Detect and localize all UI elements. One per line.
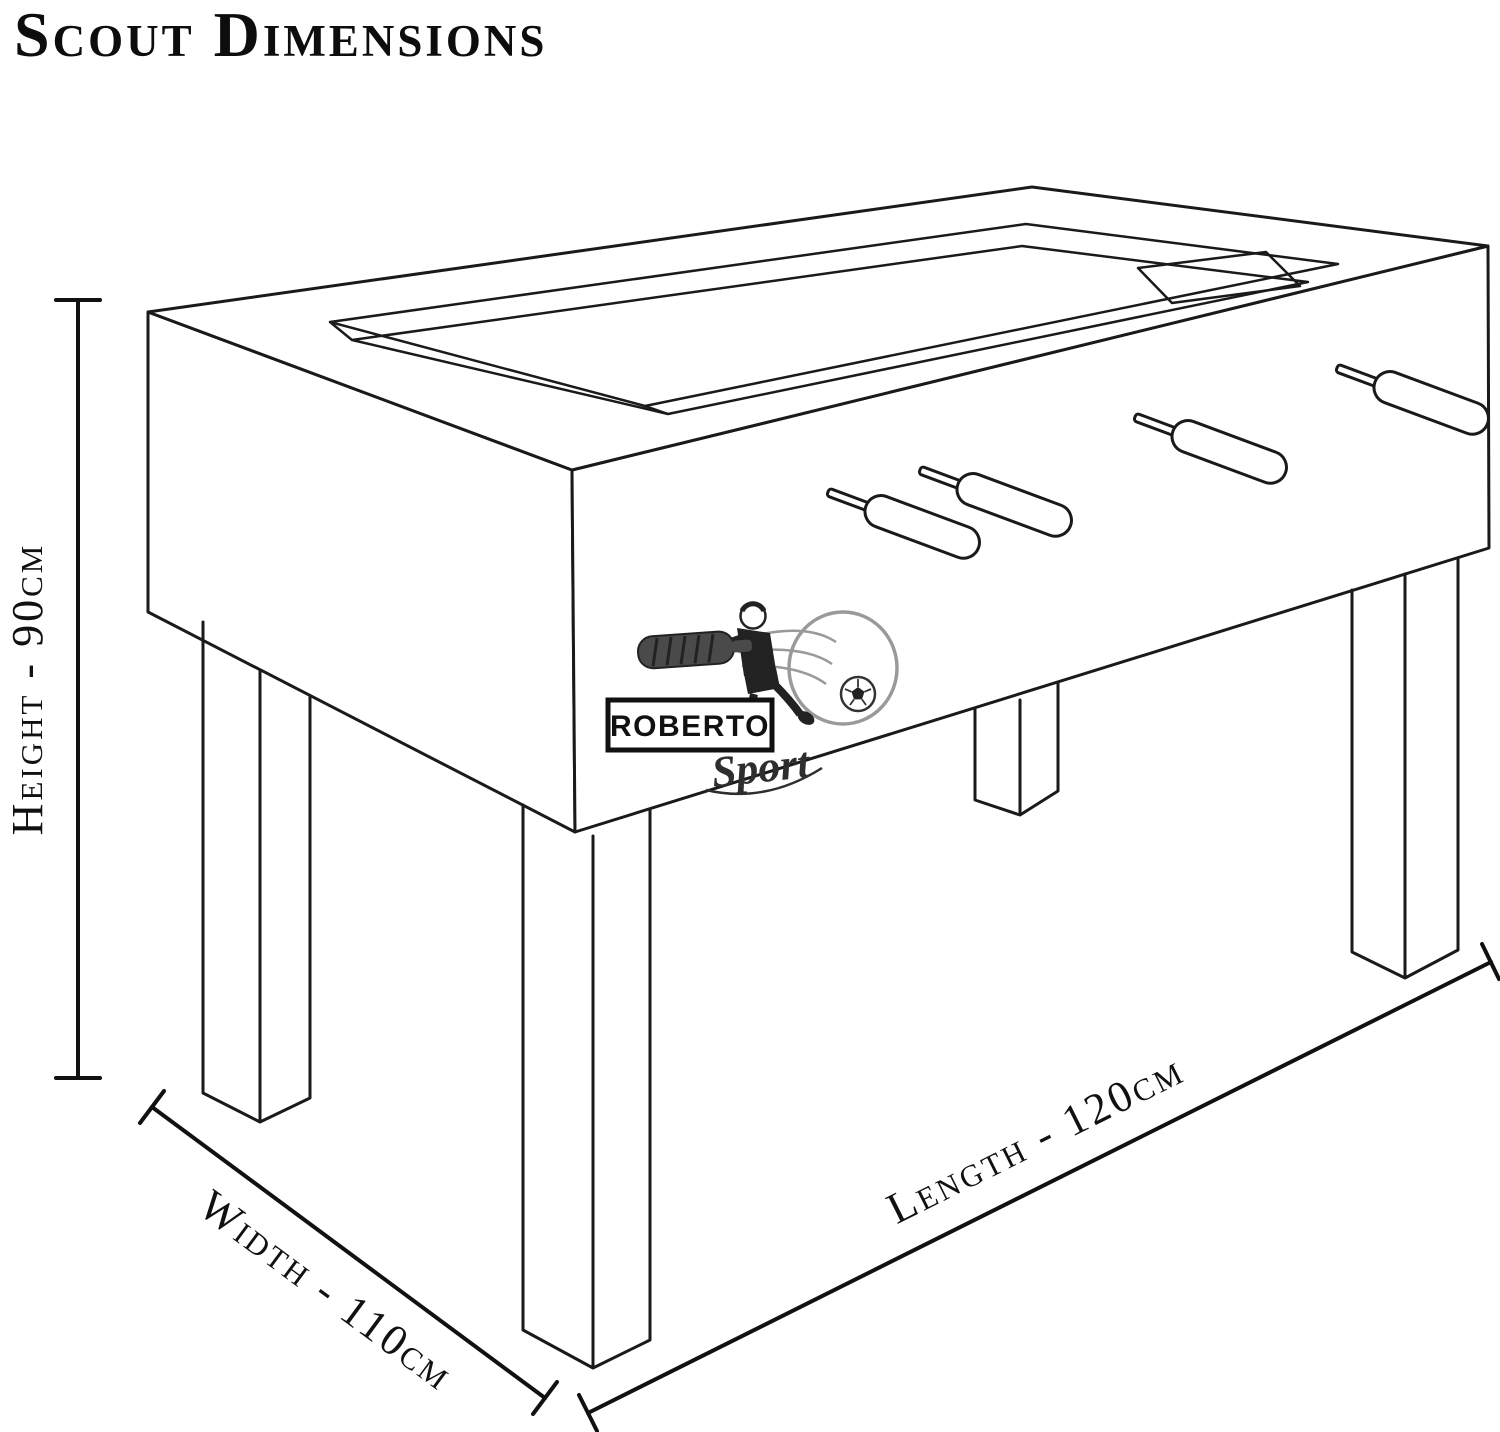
foosball-handle-icon — [637, 630, 752, 670]
width-dimension: Width - 110cm — [138, 1089, 559, 1416]
width-cap-end — [531, 1380, 559, 1416]
handle-ridges — [651, 633, 715, 667]
player-back-shoe — [797, 711, 815, 725]
player-shorts — [744, 668, 780, 694]
soccer-ball-icon — [839, 675, 877, 713]
rod-4 — [1334, 363, 1490, 436]
length-label: Length - 120cm — [879, 1045, 1192, 1234]
logo-brand-box — [605, 697, 775, 753]
logo-subbrand-text: Sport — [709, 738, 813, 797]
rod-1 — [825, 487, 981, 560]
height-label: Height - 90cm — [3, 543, 52, 836]
roberto-sport-logo: ROBERTO Sport — [605, 601, 899, 797]
playfield-corner-notch — [1136, 250, 1302, 305]
rod-4-handle — [1372, 370, 1490, 436]
playfield-wall-edge-left — [329, 321, 353, 341]
page-title: Scout Dimensions — [14, 0, 547, 70]
table-leg-front — [521, 803, 652, 1370]
table-leg-left — [201, 620, 312, 1124]
ball-seams — [844, 679, 872, 706]
player-hair — [739, 601, 767, 613]
table-rim-inner-edge — [328, 222, 1340, 408]
rod-3-handle — [1170, 419, 1288, 485]
player-back-leg — [771, 681, 804, 717]
foosball-table-drawing — [146, 185, 1491, 1370]
rod-2 — [917, 465, 1073, 538]
length-cap-end — [1480, 942, 1500, 981]
length-cap-start — [577, 1393, 599, 1432]
width-dimension-line — [150, 1105, 547, 1400]
rod-1-handle — [863, 494, 981, 560]
logo-brand-text: ROBERTO — [610, 710, 770, 743]
ball-pentagon — [851, 687, 865, 700]
logo-script-flourish — [705, 766, 823, 796]
length-dimension-line — [586, 960, 1493, 1415]
logo-swoosh-circle — [787, 610, 899, 726]
width-label: Width - 110cm — [190, 1180, 463, 1400]
width-cap-start — [138, 1089, 166, 1125]
kicking-player-icon — [637, 601, 815, 736]
length-dimension: Length - 120cm — [577, 942, 1500, 1432]
height-dimension: Height - 90cm — [3, 298, 102, 1080]
playfield-wall-edge-front — [644, 404, 669, 416]
table-leg-back — [973, 680, 1060, 817]
table-top-rim — [146, 185, 1490, 472]
table-playfield — [350, 244, 1310, 416]
table-leg-right — [1350, 556, 1460, 980]
rod-2-handle — [955, 472, 1073, 538]
handle-rod-stub — [731, 639, 752, 653]
rod-3 — [1132, 412, 1288, 485]
